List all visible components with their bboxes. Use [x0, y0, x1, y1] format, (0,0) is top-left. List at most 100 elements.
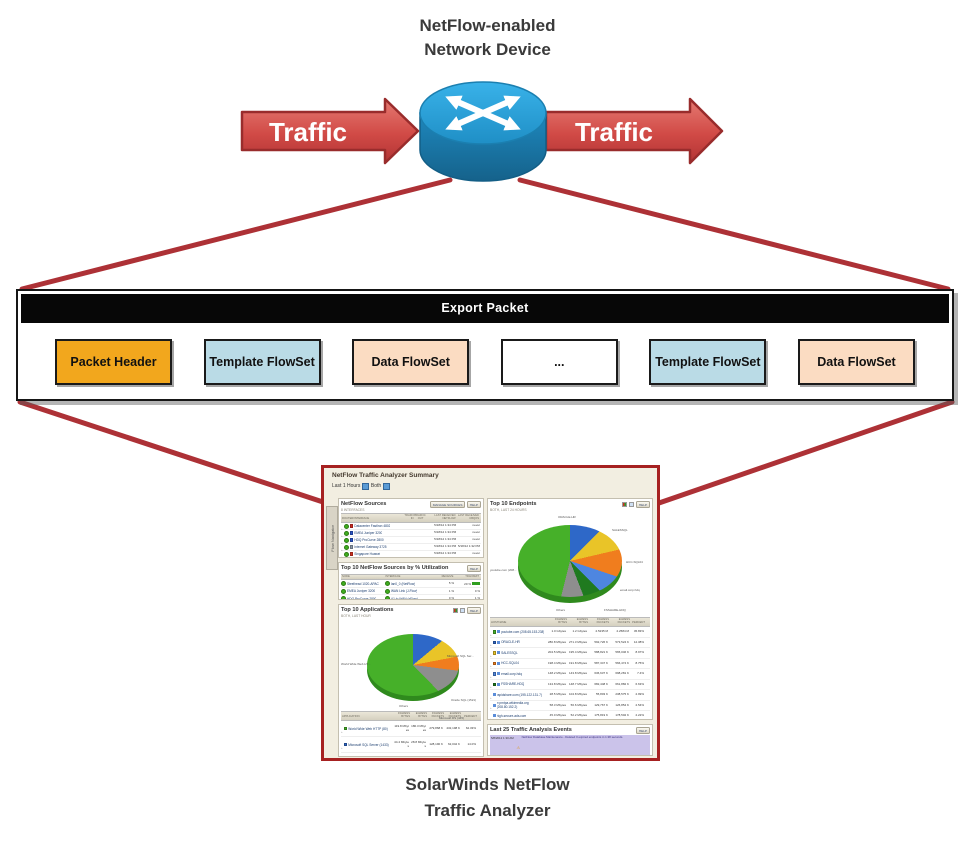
column-header: EGRESS PACKETS [448, 712, 461, 719]
hostname-link[interactable]: ORACLE-HR [501, 640, 520, 645]
period-selector[interactable]: Last 1 Hours [332, 483, 361, 490]
last-cbqos-cell: never [472, 530, 480, 535]
hostname-link[interactable]: youtube.com (208.65.153.238) [501, 629, 545, 634]
legend-color-icon [492, 682, 497, 687]
utilization-bar [472, 581, 480, 585]
table-row[interactable]: Internet Gateway 3725 5/18/12 1:34 PM5/18… [341, 544, 481, 552]
pie [518, 524, 622, 597]
device-icon [349, 538, 354, 542]
warning-icon [517, 755, 521, 756]
chart-type-bars-icon[interactable] [621, 502, 628, 507]
expand-icon[interactable] [341, 553, 343, 557]
table-row[interactable]: rapidshare.com (195.122.131.7)28.5 Mbyte… [490, 690, 650, 701]
direction-edit-icon[interactable] [383, 483, 390, 490]
ingress-packets-cell: 682,448 K [594, 681, 608, 686]
analyzer-toolbar: Last 1 Hours Both [332, 483, 390, 490]
table-row[interactable]: Steelhead 1020-APAC lan0_0 (NetFlow) 5 % 20… [341, 580, 481, 588]
device-icon [349, 545, 354, 549]
column-header: ROUTER/INTERFACE [342, 517, 370, 521]
last-netflow-cell: 5/18/12 1:34 PM [434, 544, 457, 549]
source-name-link[interactable]: Datacenter FastIron 4802 [354, 524, 391, 529]
manage-sources-button[interactable]: MANAGE SOURCES [429, 501, 466, 508]
source-name-link[interactable]: EMEA Juniper 3200 [354, 531, 383, 536]
application-name-link[interactable]: Microsoft SQL Server (1433) [348, 742, 389, 747]
table-row[interactable]: youtube.com (208.65.153.238)1.0 Gbytes1.… [490, 627, 650, 638]
egress-bytes-cell: 195.4 Mbytes [568, 650, 587, 655]
period-edit-icon[interactable] [362, 483, 369, 490]
netflow-sources-panel: NetFlow Sources 8 INTERFACES MANAGE SOUR… [338, 498, 484, 558]
transmit-value: 20 % [464, 581, 471, 586]
receive-cell: 5 % [448, 581, 454, 585]
endpoint-icon [492, 703, 496, 707]
interface-name-link[interactable]: A1 to WAN (sFlow) [391, 596, 418, 600]
help-button[interactable]: HELP [466, 607, 481, 614]
hostname-link[interactable]: FSSHARE-HDQ [501, 682, 525, 687]
hostname-link[interactable]: rapidshare.com (195.122.131.7) [496, 692, 542, 697]
hostname-link[interactable]: high-secure-ads.com [496, 713, 527, 718]
column-header: HOSTNAME [491, 621, 507, 625]
event-row[interactable]: NetFlow Receiver Service ... [517, 754, 558, 756]
hostname-link[interactable]: SALESSQL [501, 650, 518, 655]
help-button[interactable]: HELP [635, 727, 650, 734]
help-button[interactable]: HELP [466, 565, 481, 572]
interface-cell: A1 to WAN (sFlow) [385, 596, 437, 600]
last-cbqos-cell: 5/18/12 1:32 PM [457, 544, 480, 549]
interface-name-link[interactable]: WAN Link (J-Flow) [391, 589, 418, 594]
expand-icon[interactable] [341, 737, 343, 753]
hostname-link[interactable]: rr.pmtpa.wikimedia.org (208.80.152.2) [496, 701, 529, 710]
node-name-link[interactable]: EMEA Juniper 3200 [347, 589, 376, 594]
analyzer-right-column: Top 10 Endpoints BOTH, LAST 24 HOURS HEL… [487, 498, 653, 758]
table-row[interactable]: World Wide Web HTTP (80)119.8 Mbytes180.… [341, 721, 481, 738]
table-row[interactable]: rr.pmtpa.wikimedia.org (208.80.152.2)58.… [490, 701, 650, 712]
export-segment: Template FlowSet [649, 339, 767, 385]
hostname-link[interactable]: HCC-SQL04 [501, 661, 519, 666]
export-segment: ... [500, 339, 618, 385]
column-header: LAST RECEIVED CBQOS [457, 514, 479, 521]
ingress-packets-cell: 129,767 K [594, 702, 608, 707]
source-name-link[interactable]: Singapore Huawei [354, 552, 381, 557]
events-panel: Last 25 Traffic Analysis Events HELP 5/8… [487, 724, 653, 756]
chart-type-bars-icon[interactable] [452, 608, 459, 613]
hostname-link[interactable]: email.corp.hdq [501, 671, 522, 676]
expand-icon[interactable] [341, 721, 343, 737]
flow-navigator-tab[interactable]: Flow Navigator [326, 506, 338, 570]
export-segment-label: Template FlowSet [655, 354, 761, 369]
node-name-link[interactable]: Steelhead 1020-APAC [347, 581, 379, 586]
export-segment: Packet Header [55, 339, 172, 385]
column-header: PERCENT [464, 715, 477, 719]
help-button[interactable]: HELP [635, 501, 650, 508]
node-name-link[interactable]: HDQ ProCurve 2800 [347, 596, 377, 600]
applications-pie-chart: Microsoft SQL Ser...Oracle SQL (1521)Mic… [341, 618, 481, 720]
help-button[interactable]: HELP [466, 501, 481, 508]
interface-name-link[interactable]: lan0_0 (NetFlow) [391, 581, 416, 586]
node-cell: Steelhead 1020-APAC [341, 581, 385, 587]
pie-slice-label: Microsoft DS (445) [439, 715, 465, 720]
source-name-cell: Singapore Huawei [341, 546, 405, 557]
ingress-bytes-cell: 1.0 Gbytes [551, 629, 566, 634]
direction-selector[interactable]: Both [370, 483, 382, 490]
source-name-link[interactable]: HDQ ProCurve 2800 [354, 538, 384, 543]
export-segment: Template FlowSet [203, 339, 321, 385]
chart-type-table-icon[interactable] [628, 502, 635, 507]
table-row[interactable]: Microsoft SQL Server (1433)44.4 Mbytes28… [341, 737, 481, 754]
column-header: INGRESS PACKETS [596, 618, 609, 625]
event-row[interactable]: 5/8/2012 1:30 AM NetFlow Database Mainte… [491, 735, 649, 754]
application-name-link[interactable]: World Wide Web HTTP (80) [348, 726, 388, 731]
chart-type-table-icon[interactable] [459, 608, 466, 613]
endpoint-icon [497, 661, 501, 665]
source-name-link[interactable]: Internet Gateway 3725 [354, 545, 387, 550]
flow-navigator-label: Flow Navigator [329, 524, 335, 552]
